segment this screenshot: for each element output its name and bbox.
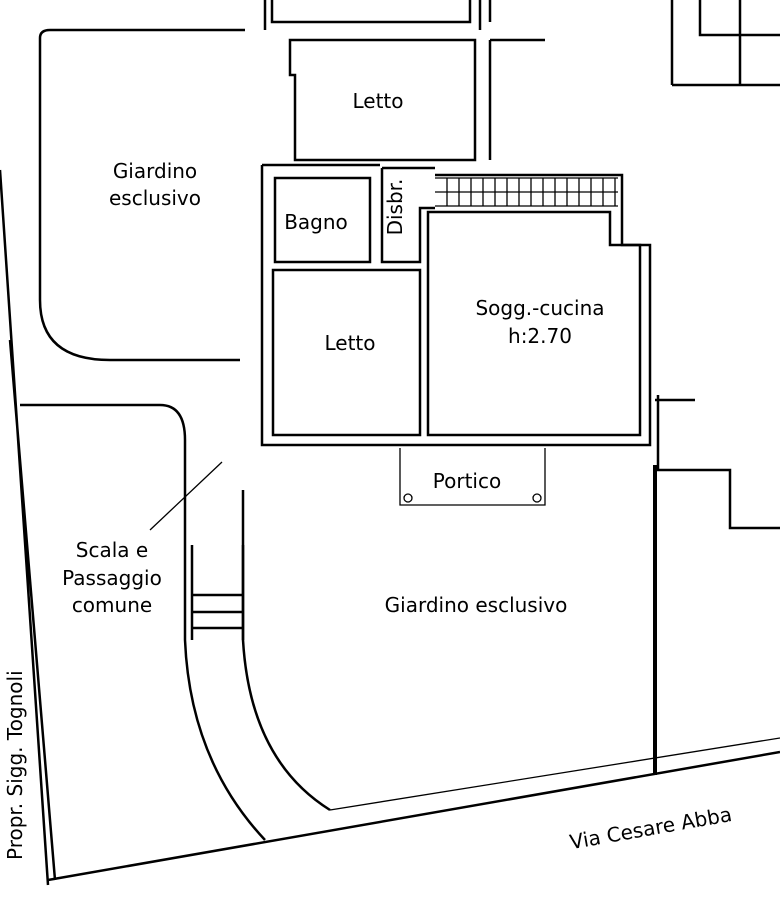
label-giardino-top: Giardino bbox=[113, 159, 197, 183]
label-scala: Scala e bbox=[76, 538, 148, 562]
room-labels: Letto Giardino esclusivo Bagno Disbr. Le… bbox=[3, 89, 734, 860]
label-bagno: Bagno bbox=[284, 210, 348, 234]
label-esclusivo-top: esclusivo bbox=[109, 186, 201, 210]
label-comune: comune bbox=[72, 593, 152, 617]
label-disbr: Disbr. bbox=[383, 179, 407, 236]
label-portico: Portico bbox=[433, 469, 501, 493]
neighbor-label: Propr. Sigg. Tognoli bbox=[3, 670, 27, 860]
street-name: Via Cesare Abba bbox=[568, 802, 734, 854]
label-letto-top: Letto bbox=[352, 89, 403, 113]
label-letto-mid: Letto bbox=[324, 331, 375, 355]
stair-treads bbox=[446, 178, 616, 206]
label-passaggio: Passaggio bbox=[62, 566, 162, 590]
label-height: h:2.70 bbox=[508, 324, 572, 348]
label-soggiorno: Sogg.-cucina bbox=[475, 296, 604, 320]
label-giardino-bottom: Giardino esclusivo bbox=[385, 593, 568, 617]
